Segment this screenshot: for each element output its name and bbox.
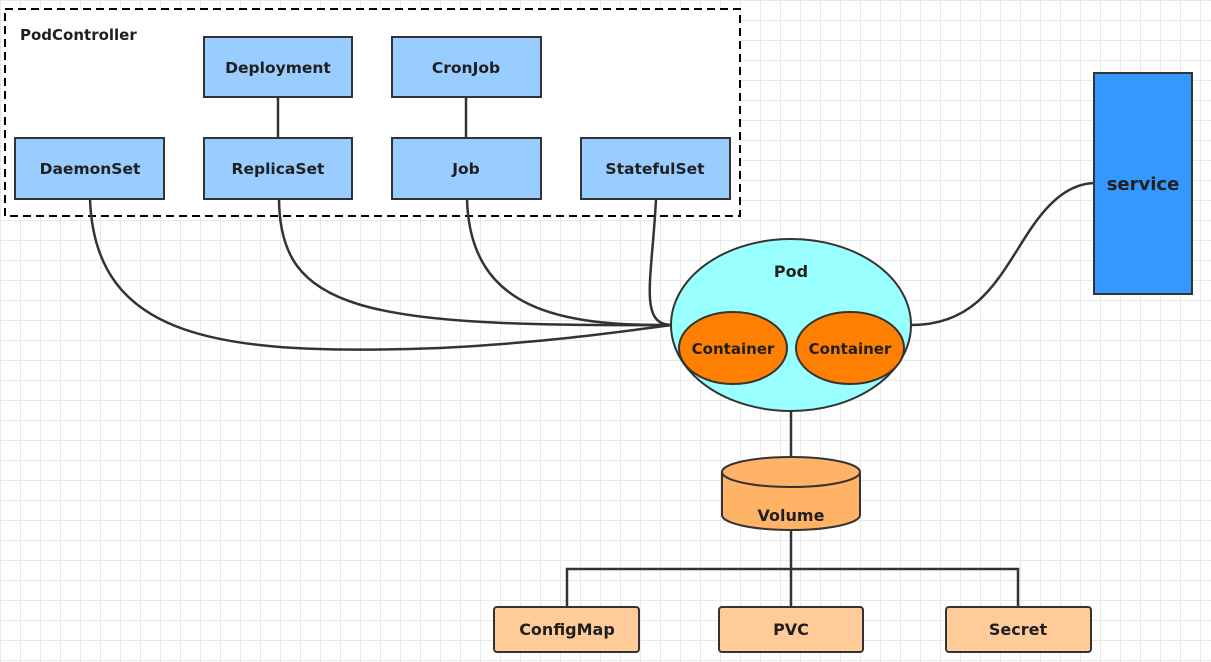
pod-label: Pod <box>774 262 808 281</box>
statefulset-box <box>580 137 731 200</box>
service-label: service <box>1107 174 1180 195</box>
podcontroller-title: PodController <box>20 26 137 44</box>
cronjob-label: CronJob <box>432 59 500 77</box>
edge-volume-sources <box>565 567 1020 607</box>
pvc-label: PVC <box>773 620 809 639</box>
edge-job-pod <box>465 198 673 327</box>
pvc-box <box>718 606 864 653</box>
statefulset-label: StatefulSet <box>605 160 705 178</box>
deployment-label: Deployment <box>225 59 331 77</box>
secret-box <box>945 606 1092 653</box>
configmap-box <box>493 606 640 653</box>
replicaset-box <box>203 137 353 200</box>
deployment-box <box>203 36 353 98</box>
job-label: Job <box>451 160 480 178</box>
job-box <box>391 137 542 200</box>
cronjob-box <box>391 36 542 98</box>
container-ellipse-2 <box>795 311 905 385</box>
secret-label: Secret <box>989 620 1048 639</box>
container-ellipse-1 <box>678 311 788 385</box>
replicaset-label: ReplicaSet <box>232 160 325 178</box>
controller-boxes: Deployment CronJob DaemonSet ReplicaSet … <box>14 36 731 200</box>
volume-sources: ConfigMap PVC Secret <box>493 606 1092 653</box>
container-label-2: Container <box>809 340 892 358</box>
daemonset-label: DaemonSet <box>40 160 141 178</box>
volume-body <box>721 472 861 531</box>
connectors <box>88 97 1095 607</box>
edge-daemonset-pod <box>88 198 673 351</box>
edge-pod-service <box>910 181 1095 327</box>
edge-replicaset-pod <box>277 198 673 327</box>
configmap-label: ConfigMap <box>519 620 615 639</box>
volume-cylinder <box>721 456 861 531</box>
daemonset-box <box>14 137 165 200</box>
volume-label: Volume <box>758 506 825 525</box>
container-label-1: Container <box>692 340 775 358</box>
service-box <box>1093 72 1193 295</box>
edge-statefulset-pod <box>648 198 673 327</box>
volume-top <box>721 456 861 488</box>
